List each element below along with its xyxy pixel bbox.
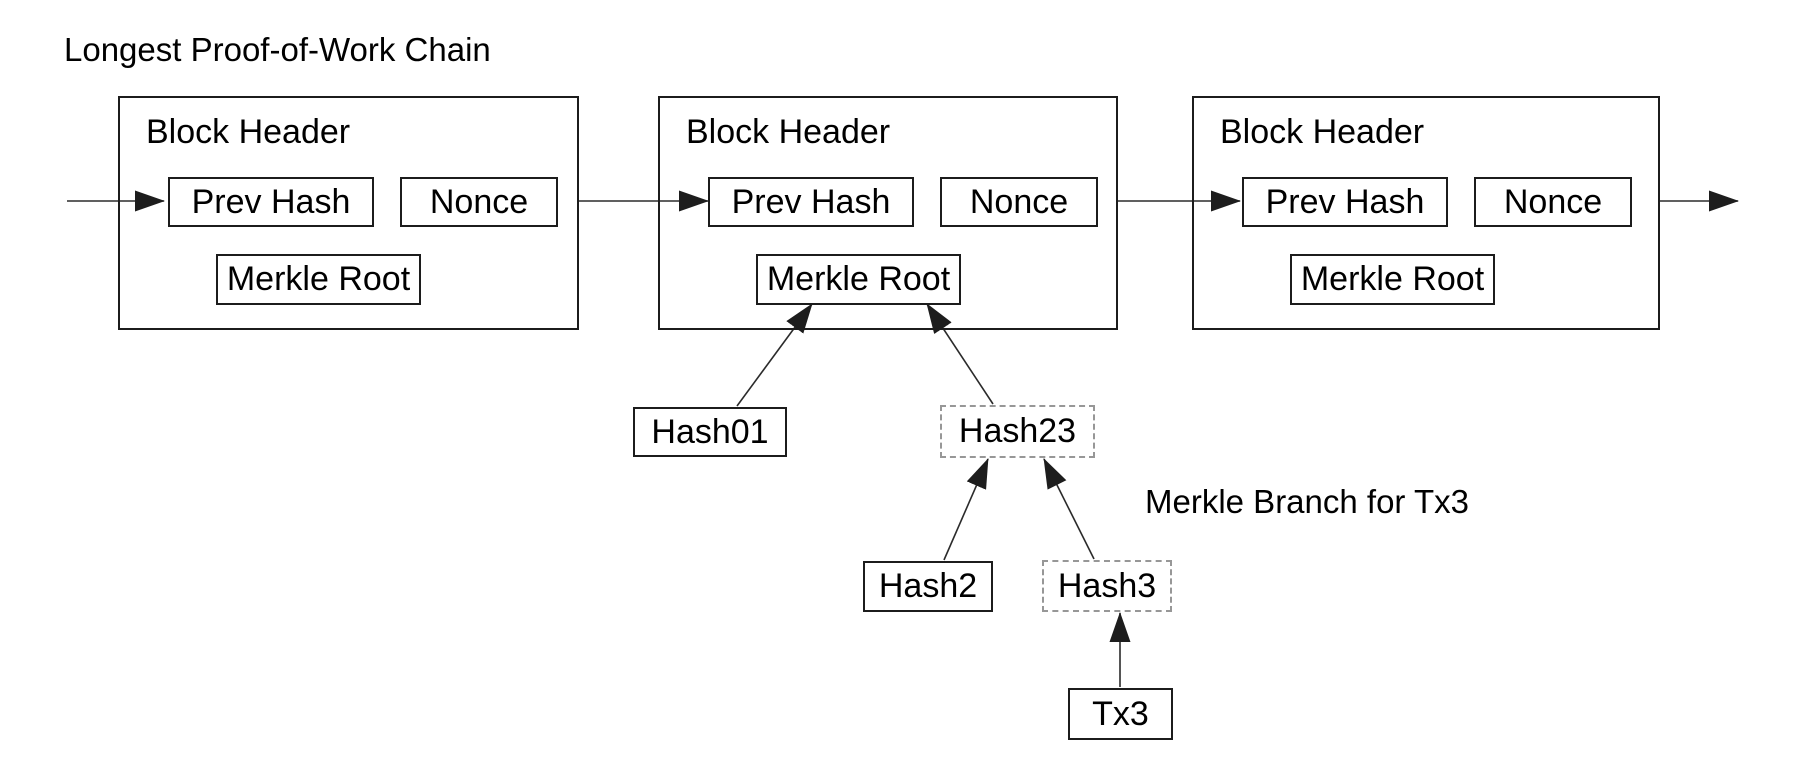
diagram-title: Longest Proof-of-Work Chain bbox=[64, 31, 491, 68]
block-1: Block Header Prev Hash Nonce Merkle Root bbox=[118, 96, 579, 330]
arrow-hash2-hash23-icon bbox=[943, 458, 989, 561]
hash3-node: Hash3 bbox=[1042, 560, 1172, 612]
block-3-prev-hash-box: Prev Hash bbox=[1242, 177, 1448, 227]
arrow-hash3-hash23-icon bbox=[1043, 458, 1095, 560]
merkle-branch-annotation: Merkle Branch for Tx3 bbox=[1145, 483, 1470, 520]
block-1-header-label: Block Header bbox=[146, 113, 351, 151]
hash01-node: Hash01 bbox=[633, 407, 787, 457]
block-1-prev-hash-box: Prev Hash bbox=[168, 177, 374, 227]
block-3-merkle-root-box: Merkle Root bbox=[1290, 254, 1495, 305]
block-3-header-label: Block Header bbox=[1220, 113, 1425, 151]
hash2-node: Hash2 bbox=[863, 561, 993, 612]
block-2-header-label: Block Header bbox=[686, 113, 891, 151]
block-3: Block Header Prev Hash Nonce Merkle Root bbox=[1192, 96, 1660, 330]
block-1-merkle-root-box: Merkle Root bbox=[216, 254, 421, 305]
block-2-prev-hash-box: Prev Hash bbox=[708, 177, 914, 227]
block-3-nonce-box: Nonce bbox=[1474, 177, 1632, 227]
block-1-nonce-box: Nonce bbox=[400, 177, 558, 227]
hash23-node: Hash23 bbox=[940, 405, 1095, 458]
arrow-hash23-merkleroot-icon bbox=[926, 303, 994, 405]
arrow-hash01-merkleroot-icon bbox=[736, 303, 813, 407]
tx3-node: Tx3 bbox=[1068, 688, 1173, 740]
block-2: Block Header Prev Hash Nonce Merkle Root bbox=[658, 96, 1118, 330]
block-2-nonce-box: Nonce bbox=[940, 177, 1098, 227]
block-2-merkle-root-box: Merkle Root bbox=[756, 254, 961, 305]
